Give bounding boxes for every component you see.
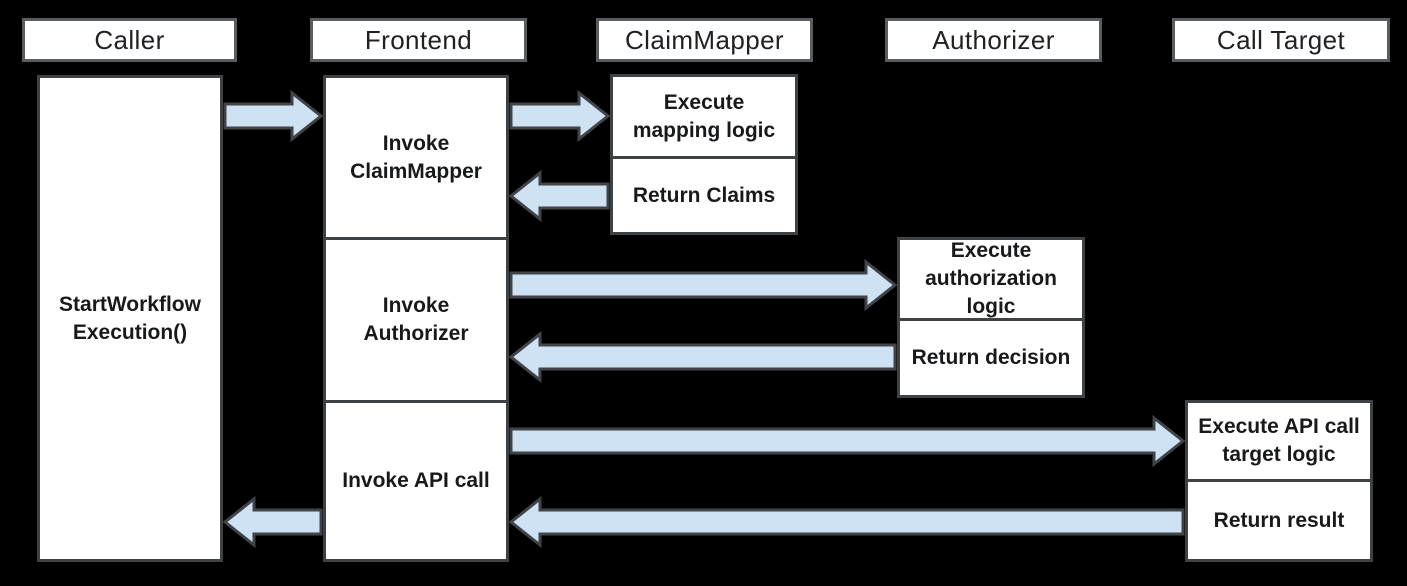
arrow-frontend-to-authorizer xyxy=(509,259,897,311)
arrow-claimmapper-to-frontend xyxy=(509,170,610,222)
arrow-authorizer-to-frontend xyxy=(509,331,897,383)
arrow-calltarget-to-frontend xyxy=(509,496,1185,548)
frontend-invoke-api-call-label: Invoke API call xyxy=(342,469,490,493)
lane-header-frontend-label: Frontend xyxy=(364,24,473,55)
lane-header-frontend: Frontend xyxy=(310,18,527,62)
lane-header-caller-label: Caller xyxy=(94,24,165,55)
calltarget-execute-label: Execute API call target logic xyxy=(1198,415,1360,466)
frontend-invoke-claimmapper-label: Invoke ClaimMapper xyxy=(350,131,482,183)
lane-header-claimmapper: ClaimMapper xyxy=(596,18,813,62)
calltarget-return-label: Return result xyxy=(1213,508,1345,532)
claimmapper-return-label: Return Claims xyxy=(632,183,776,207)
claimmapper-activation-box: Execute mapping logic Return Claims xyxy=(610,74,798,235)
claimmapper-execute-cell: Execute mapping logic xyxy=(613,77,795,156)
authorizer-execute-label: Execute authorization logic xyxy=(925,239,1057,318)
authorizer-execute-cell: Execute authorization logic xyxy=(900,239,1082,318)
authorizer-return-cell: Return decision xyxy=(900,318,1082,395)
frontend-invoke-authorizer-cell: Invoke Authorizer xyxy=(326,237,506,400)
lane-header-claimmapper-label: ClaimMapper xyxy=(624,24,784,55)
arrow-frontend-to-calltarget xyxy=(509,415,1185,467)
lane-header-authorizer: Authorizer xyxy=(885,18,1102,62)
frontend-invoke-api-call-cell: Invoke API call xyxy=(326,400,506,559)
lane-header-calltarget: Call Target xyxy=(1172,18,1390,62)
calltarget-execute-cell: Execute API call target logic xyxy=(1188,403,1370,479)
calltarget-return-cell: Return result xyxy=(1188,479,1370,559)
frontend-invoke-claimmapper-cell: Invoke ClaimMapper xyxy=(326,78,506,237)
caller-activation-box: StartWorkflow Execution() xyxy=(37,75,223,562)
calltarget-activation-box: Execute API call target logic Return res… xyxy=(1185,400,1373,562)
arrow-caller-to-frontend xyxy=(223,90,323,142)
arrow-frontend-to-caller xyxy=(223,496,323,548)
authorizer-activation-box: Execute authorization logic Return decis… xyxy=(897,237,1085,398)
arrow-frontend-to-claimmapper xyxy=(509,90,610,142)
caller-activation-label: StartWorkflow Execution() xyxy=(59,292,201,344)
lane-header-calltarget-label: Call Target xyxy=(1216,24,1346,55)
lane-header-caller: Caller xyxy=(22,18,237,62)
claimmapper-execute-label: Execute mapping logic xyxy=(632,90,776,142)
frontend-invoke-authorizer-label: Invoke Authorizer xyxy=(363,294,469,345)
frontend-activation-box: Invoke ClaimMapper Invoke Authorizer Inv… xyxy=(323,75,509,562)
caller-activation-cell: StartWorkflow Execution() xyxy=(40,78,220,559)
authorizer-return-label: Return decision xyxy=(911,346,1071,370)
lane-header-authorizer-label: Authorizer xyxy=(932,24,1055,55)
claimmapper-return-cell: Return Claims xyxy=(613,156,795,232)
